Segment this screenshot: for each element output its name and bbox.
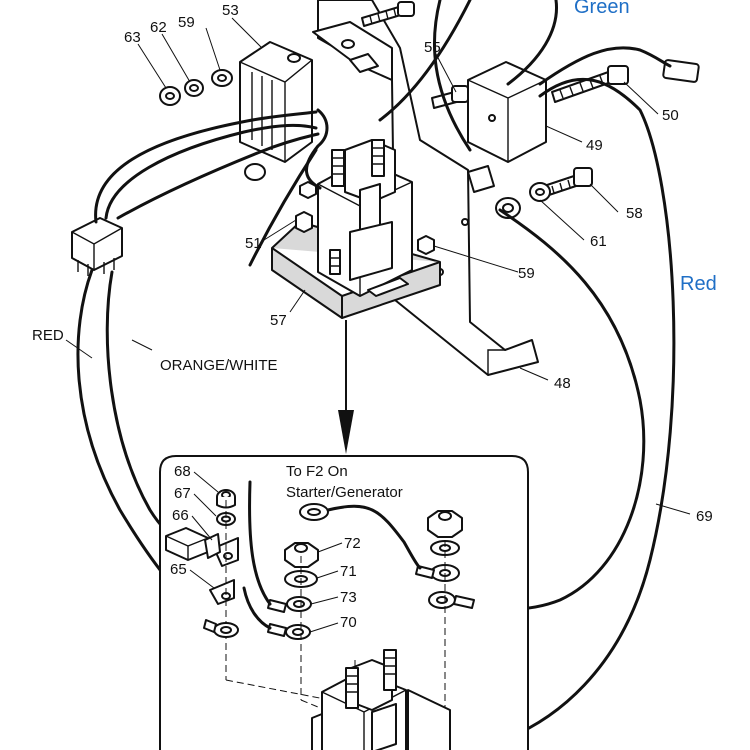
callout-62: 62 [150, 19, 167, 36]
callout-53: 53 [222, 2, 239, 19]
callout-59-top: 59 [178, 14, 195, 31]
mounting-bracket [312, 0, 539, 376]
callout-59-mid: 59 [518, 265, 535, 282]
callout-49: 49 [586, 137, 603, 154]
inset-leader-lines [189, 471, 343, 633]
callout-65: 65 [170, 561, 187, 578]
note-line-1: To F2 On [286, 463, 348, 480]
callout-69: 69 [696, 508, 713, 525]
callout-66: 66 [172, 507, 189, 524]
callout-71: 71 [340, 563, 357, 580]
callout-58: 58 [626, 205, 643, 222]
callout-48: 48 [554, 375, 571, 392]
callout-70: 70 [340, 614, 357, 631]
callout-68: 68 [174, 463, 191, 480]
color-label-green: Green [574, 0, 630, 18]
callout-57: 57 [270, 312, 287, 329]
leader-lines [65, 17, 691, 515]
diode-assembly [159, 41, 313, 181]
wire-label-red: RED [32, 327, 64, 344]
wire-label-orange-white: ORANGE/WHITE [160, 357, 278, 374]
callout-51: 51 [245, 235, 262, 252]
detail-pointer [338, 320, 354, 454]
callout-55: 55 [424, 39, 441, 56]
callout-73: 73 [340, 589, 357, 606]
solenoid [271, 139, 441, 319]
callout-63: 63 [124, 29, 141, 46]
bolt-block-hardware [361, 1, 700, 255]
color-label-red: Red [680, 273, 717, 295]
harness-connector [71, 217, 123, 276]
callout-50: 50 [662, 107, 679, 124]
callout-72: 72 [344, 535, 361, 552]
callout-67: 67 [174, 485, 191, 502]
terminal-detail-inset [159, 455, 529, 750]
wire-harness [76, 0, 676, 750]
callout-numbers: 53 59 62 63 55 50 49 58 61 59 51 57 48 6… [124, 2, 713, 631]
note-line-2: Starter/Generator [286, 484, 403, 501]
callout-61: 61 [590, 233, 607, 250]
